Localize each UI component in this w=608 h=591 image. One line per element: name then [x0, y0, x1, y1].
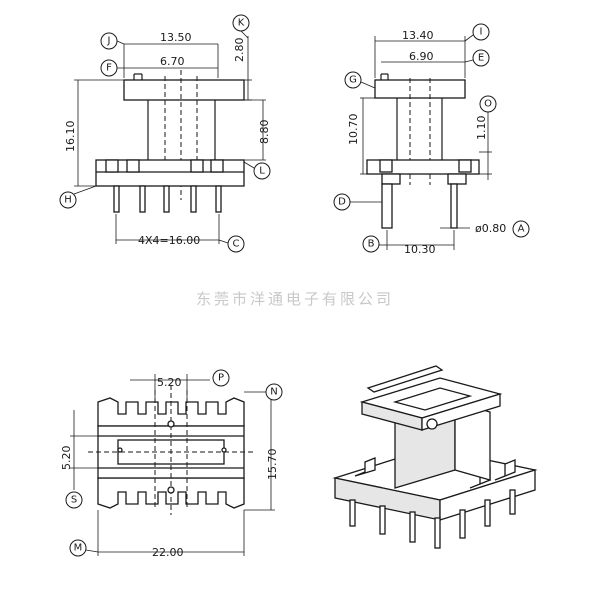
top-dim-center-height: 5.20	[60, 446, 73, 471]
label-b	[362, 235, 380, 253]
label-m-text: M	[74, 543, 83, 554]
front-dim-pin-pitch: 4X4=16.00	[138, 234, 200, 247]
label-p	[212, 369, 230, 387]
label-i	[472, 23, 490, 41]
label-a-text: A	[518, 224, 525, 235]
side-dim-inner-width: 6.90	[409, 50, 434, 63]
label-m	[69, 539, 87, 557]
front-view: 13.50 6.70 2.80 16.10 8.80 4X4=16.00 J F…	[59, 14, 271, 253]
side-base	[366, 159, 480, 175]
top-view: 5.20 5.20 15.70 22.00 P N S M	[60, 369, 283, 559]
label-g	[344, 71, 362, 89]
label-f-text: F	[106, 63, 112, 74]
side-top-flange	[374, 79, 466, 99]
label-l	[253, 162, 271, 180]
label-e-text: E	[478, 53, 484, 64]
front-top-flange	[123, 79, 245, 101]
side-view: 13.40 6.90 10.70 1.10 10.30 ø0.80 I E G …	[333, 23, 530, 256]
label-h	[59, 191, 77, 209]
label-h-text: H	[64, 195, 72, 206]
label-l-text: L	[259, 166, 265, 177]
top-dim-overall-width: 22.00	[152, 546, 184, 559]
side-dim-flange: 1.10	[475, 116, 488, 141]
side-dim-winding-height: 10.70	[347, 114, 360, 146]
label-s-text: S	[71, 495, 77, 506]
label-j-text: J	[107, 36, 111, 47]
label-a	[512, 220, 530, 238]
label-o	[479, 95, 497, 113]
label-n-text: N	[270, 387, 277, 398]
label-b-text: B	[368, 239, 375, 250]
label-g-text: G	[349, 75, 357, 86]
label-p-text: P	[218, 373, 224, 384]
label-c	[227, 235, 245, 253]
front-dim-mid-height: 8.80	[258, 120, 271, 145]
front-dim-total-height: 16.10	[64, 121, 77, 153]
label-s	[65, 491, 83, 509]
front-dim-top-width: 13.50	[160, 31, 192, 44]
label-o-text: O	[484, 99, 492, 110]
label-i-text: I	[480, 27, 483, 38]
front-dim-inner-width: 6.70	[160, 55, 185, 68]
label-k-text: K	[238, 18, 245, 29]
side-dim-top-width: 13.40	[402, 29, 434, 42]
side-dim-pin-dia: ø0.80	[475, 222, 506, 235]
label-d-text: D	[338, 197, 346, 208]
top-dim-center-width: 5.20	[157, 376, 182, 389]
label-e	[472, 49, 490, 67]
isometric-view	[332, 365, 538, 549]
company-name: 东莞市洋通电子有限公司	[196, 290, 394, 308]
label-c-text: C	[233, 239, 240, 250]
label-n	[265, 383, 283, 401]
front-dim-top-height: 2.80	[233, 38, 246, 63]
top-dim-overall-height: 15.70	[266, 449, 279, 481]
side-dim-base-width: 10.30	[404, 243, 436, 256]
